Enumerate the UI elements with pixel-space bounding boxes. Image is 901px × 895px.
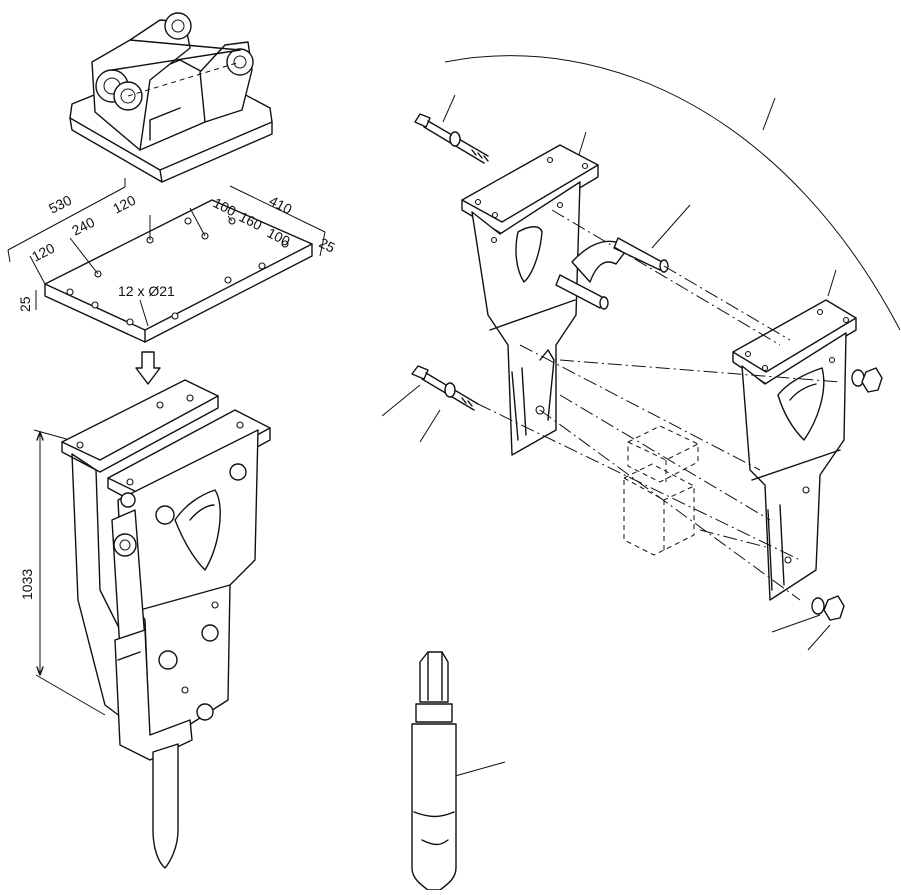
assembled-hammer: 1033: [19, 379, 271, 869]
chisel-tool: [411, 651, 457, 891]
dim-seg-120a: 120: [29, 240, 57, 265]
dim-seg-240: 240: [69, 214, 97, 239]
dim-holes: 12 x Ø21: [118, 283, 175, 299]
coupler-adapter: [69, 12, 273, 183]
mounting-plate: 530 120 240 120 100 160 100 410 25 25 12…: [7, 178, 338, 343]
exploded-view: [381, 55, 901, 891]
down-arrow-icon: [135, 351, 161, 385]
dim-seg-120b: 120: [110, 192, 138, 217]
dim-edge-25-left: 25: [17, 296, 33, 312]
dim-height: 1033: [19, 569, 35, 600]
dim-plate-width: 410: [267, 192, 295, 217]
dim-plate-length: 530: [46, 192, 74, 217]
dim-edge-25-right: 25: [317, 234, 338, 255]
